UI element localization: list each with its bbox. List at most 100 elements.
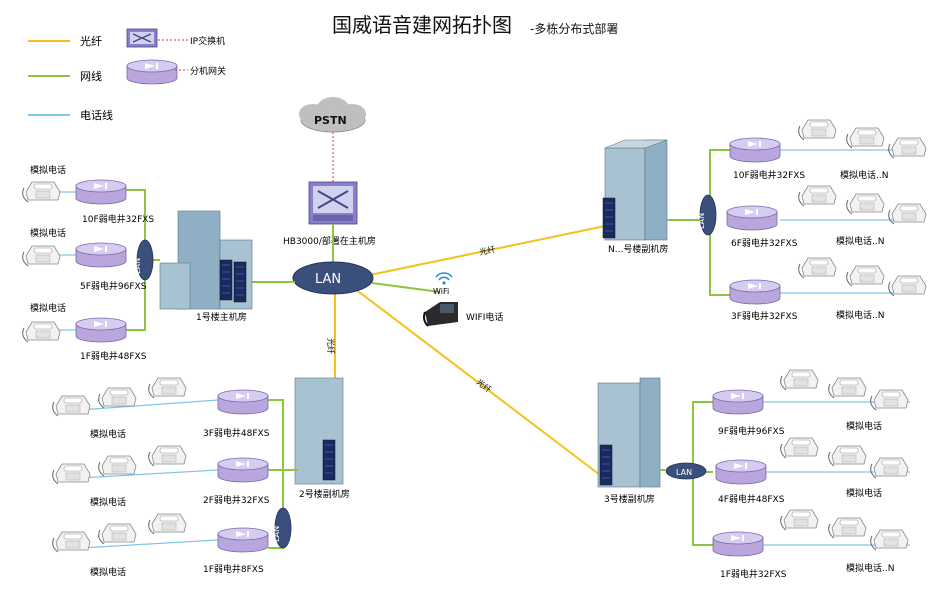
wifi-icon: [435, 272, 453, 285]
pstn-label: PSTN: [314, 114, 347, 127]
gw-b1-top: [75, 179, 127, 205]
building-2-icon: [294, 377, 344, 485]
phone-b1-bot: [22, 321, 61, 343]
building-3-icon: [597, 377, 661, 488]
phone-bn-mid-1: [798, 185, 837, 207]
legend-fiber-label: 光纤: [80, 34, 102, 48]
phone-b3-bot-2: [828, 517, 867, 539]
phone-b2-mid-3: [148, 445, 187, 467]
phone-b3-mid-2: [828, 445, 867, 467]
gw-b3-bot-label: 1F弱电井32FXS: [720, 568, 787, 580]
phone-b3-top-1: [780, 369, 819, 391]
central-lan-icon: [292, 261, 374, 295]
lan-to-wifi: [371, 282, 441, 293]
svg-text:LAN: LAN: [133, 258, 142, 274]
svg-text:LAN: LAN: [676, 468, 692, 477]
phone-b3-bot-1: [780, 509, 819, 531]
gw-b1-bot: [75, 317, 127, 343]
gw-b2-bot-label: 1F弱电井8FXS: [203, 563, 264, 575]
phone-bn-top-3: [888, 137, 927, 159]
b2-cluster: LAN: [79, 399, 298, 549]
wifi-phone-icon: [423, 302, 458, 327]
svg-text:LAN: LAN: [272, 526, 281, 542]
phone-b2-top-1: [52, 395, 91, 417]
gw-b3-top-label: 9F弱电井96FXS: [718, 425, 785, 437]
b1-rack2-icon: [233, 261, 247, 303]
wifi-phone-label: WIFI电话: [466, 311, 503, 323]
b1-top-phone-label: 模拟电话: [30, 164, 66, 176]
legend-phone-label: 电话线: [80, 108, 113, 122]
gw-bn-bot-label: 3F弱电井32FXS: [731, 310, 798, 322]
phone-b3-top-3: [870, 389, 909, 411]
bn-cluster: LAN: [667, 149, 900, 296]
wifi-label: WiFi: [433, 287, 449, 296]
b1-mid-phone-label: 模拟电话: [30, 227, 66, 239]
b3-rack-icon: [599, 444, 613, 486]
fiber-label-b2: 光纤: [326, 338, 336, 354]
gw-bn-bot: [729, 279, 781, 305]
legend-gateway-label: 分机网关: [190, 65, 226, 77]
gw-b1-mid: [75, 242, 127, 268]
b2-bot-phone-label: 模拟电话: [90, 566, 126, 578]
phone-b1-mid: [22, 245, 61, 267]
b2-mid-phone-label: 模拟电话: [90, 496, 126, 508]
building-1-icon: [159, 210, 253, 310]
phone-b2-bot-2: [98, 523, 137, 545]
legend-switch-icon: [126, 28, 158, 48]
phone-b3-top-2: [828, 377, 867, 399]
bn-mid-phone-label: 模拟电话..N: [836, 235, 884, 247]
b1-bot-phone-label: 模拟电话: [30, 302, 66, 314]
phone-bn-top-1: [798, 119, 837, 141]
phone-bn-bot-2: [846, 265, 885, 287]
bn-rack-icon: [602, 197, 616, 239]
gw-b3-mid-label: 4F弱电井48FXS: [718, 493, 785, 505]
phone-b1-top: [22, 181, 61, 203]
gw-b2-top-label: 3F弱电井48FXS: [203, 427, 270, 439]
building-3-label: 3号楼副机房: [604, 493, 655, 505]
phone-b2-top-2: [98, 387, 137, 409]
core-device-label: HB3000/部署在主机房: [283, 235, 376, 247]
pstn-cloud: [299, 97, 366, 133]
legend-switch-label: IP交换机: [190, 35, 225, 47]
phone-bn-bot-1: [798, 257, 837, 279]
bn-top-phone-label: 模拟电话..N: [840, 169, 888, 181]
phone-bn-top-2: [846, 127, 885, 149]
fiber-label-bn: 光纤: [478, 244, 496, 257]
building-n-icon: [604, 139, 668, 241]
gw-b2-bot: [217, 527, 269, 553]
core-switch-icon: [308, 181, 358, 225]
gw-b3-mid: [715, 459, 767, 485]
building-1-label: 1号楼主机房: [196, 311, 247, 323]
gw-bn-top: [729, 137, 781, 163]
phone-b2-bot-3: [148, 513, 187, 535]
central-lan-label: LAN: [315, 272, 341, 287]
b1-cluster: LAN: [55, 189, 160, 331]
b1-rack-icon: [219, 259, 233, 301]
building-n-label: N...号楼副机房: [608, 243, 668, 255]
b2-top-phone-label: 模拟电话: [90, 428, 126, 440]
b2-rack-icon: [322, 439, 336, 481]
phone-bn-mid-3: [888, 203, 927, 225]
gw-b1-mid-label: 5F弱电井96FXS: [80, 280, 147, 292]
bn-bot-phone-label: 模拟电话..N: [836, 309, 884, 321]
diagram-title: 国威语音建网拓扑图: [332, 13, 512, 37]
gw-b3-top: [712, 389, 764, 415]
gw-b3-bot: [712, 531, 764, 557]
gw-b1-bot-label: 1F弱电井48FXS: [80, 350, 147, 362]
b3-bot-phone-label: 模拟电话..N: [846, 562, 894, 574]
gw-bn-mid: [726, 205, 778, 231]
svg-text:LAN: LAN: [697, 213, 706, 229]
gw-b1-top-label: 10F弱电井32FXS: [82, 213, 154, 225]
phone-b2-mid-1: [52, 463, 91, 485]
phone-b2-top-3: [148, 377, 187, 399]
fiber-link-bn: [369, 224, 611, 276]
b3-mid-phone-label: 模拟电话: [846, 487, 882, 499]
gw-b2-mid: [217, 457, 269, 483]
phone-b2-mid-2: [98, 455, 137, 477]
legend-network-label: 网线: [80, 69, 102, 83]
diagram-subtitle: -多栋分布式部署: [530, 21, 618, 36]
gw-b2-top: [217, 389, 269, 415]
gw-bn-mid-label: 6F弱电井32FXS: [731, 237, 798, 249]
